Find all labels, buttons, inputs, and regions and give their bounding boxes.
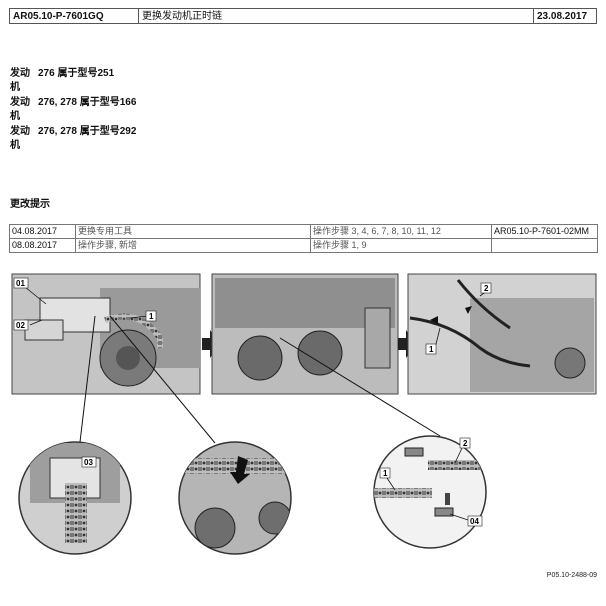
- callout-2-panel3: 2: [484, 284, 489, 293]
- callout-2-detail: 2: [463, 439, 468, 448]
- model-row: 发动机 276, 278 属于型号166: [10, 96, 136, 125]
- procedure-figure: 01 02 1 03 1 2 1 2 04: [10, 268, 598, 563]
- change-ref: [491, 238, 598, 253]
- table-row: 08.08.2017 操作步骤, 新增 操作步骤 1, 9: [9, 238, 598, 253]
- doc-title: 更换发动机正时链: [139, 9, 534, 23]
- callout-1-panel1: 1: [149, 312, 154, 321]
- callout-03: 03: [84, 458, 93, 467]
- change-date: 04.08.2017: [9, 224, 76, 239]
- changes-table: 04.08.2017 更换专用工具 操作步骤 3, 4, 6, 7, 8, 10…: [9, 224, 598, 253]
- callout-04: 04: [470, 517, 479, 526]
- new-chain-shape: [456, 279, 511, 330]
- camshaft-sprocket-left: [237, 335, 283, 381]
- figure-illustration: 01 02 1 03 1 2 1 2 04: [11, 273, 597, 555]
- figure-code: P05.10-2488-09: [546, 572, 597, 579]
- arrow-down-icon: [230, 456, 250, 484]
- arrow-right-icon: [202, 330, 220, 358]
- model-value: 276, 278 属于型号292: [38, 126, 137, 137]
- old-chain-shape: [409, 316, 531, 368]
- callout-labels: 01 02 1 03 1 2 1 2 04: [13, 277, 492, 527]
- model-list: 发动机 276 属于型号251 发动机 276, 278 属于型号166 发动机…: [10, 67, 136, 154]
- callout-01: 01: [16, 279, 25, 288]
- connecting-link: [404, 447, 424, 457]
- model-value: 276 属于型号251: [38, 68, 115, 79]
- model-label: 发动机: [10, 97, 30, 122]
- arrow-right-icon: [398, 330, 416, 358]
- model-label: 发动机: [10, 68, 30, 93]
- model-row: 发动机 276 属于型号251: [10, 67, 136, 96]
- model-value: 276, 278 属于型号166: [38, 97, 137, 108]
- callout-1-panel3: 1: [429, 345, 434, 354]
- change-steps: 操作步骤 3, 4, 6, 7, 8, 10, 11, 12: [310, 224, 492, 239]
- change-desc: 操作步骤, 新增: [75, 238, 311, 253]
- change-steps: 操作步骤 1, 9: [310, 238, 492, 253]
- chain-detail: [65, 483, 87, 543]
- change-desc: 更换专用工具: [75, 224, 311, 239]
- doc-date: 23.08.2017: [537, 11, 588, 22]
- change-date: 08.08.2017: [9, 238, 76, 253]
- changes-title: 更改提示: [10, 199, 50, 210]
- table-row: 04.08.2017 更换专用工具 操作步骤 3, 4, 6, 7, 8, 10…: [9, 224, 598, 239]
- document-header: AR05.10-P-7601GQ 更换发动机正时链 23.08.2017: [9, 8, 597, 24]
- model-label: 发动机: [10, 126, 30, 151]
- callout-02: 02: [16, 321, 25, 330]
- doc-id: AR05.10-P-7601GQ: [10, 9, 139, 23]
- change-ref: AR05.10-P-7601-02MM: [491, 224, 598, 239]
- timing-chain-shape: [104, 313, 163, 348]
- model-row: 发动机 276, 278 属于型号292: [10, 125, 136, 154]
- link-plate: [434, 507, 454, 517]
- camshaft-sprocket-right: [297, 330, 343, 376]
- callout-1-detail: 1: [383, 469, 388, 478]
